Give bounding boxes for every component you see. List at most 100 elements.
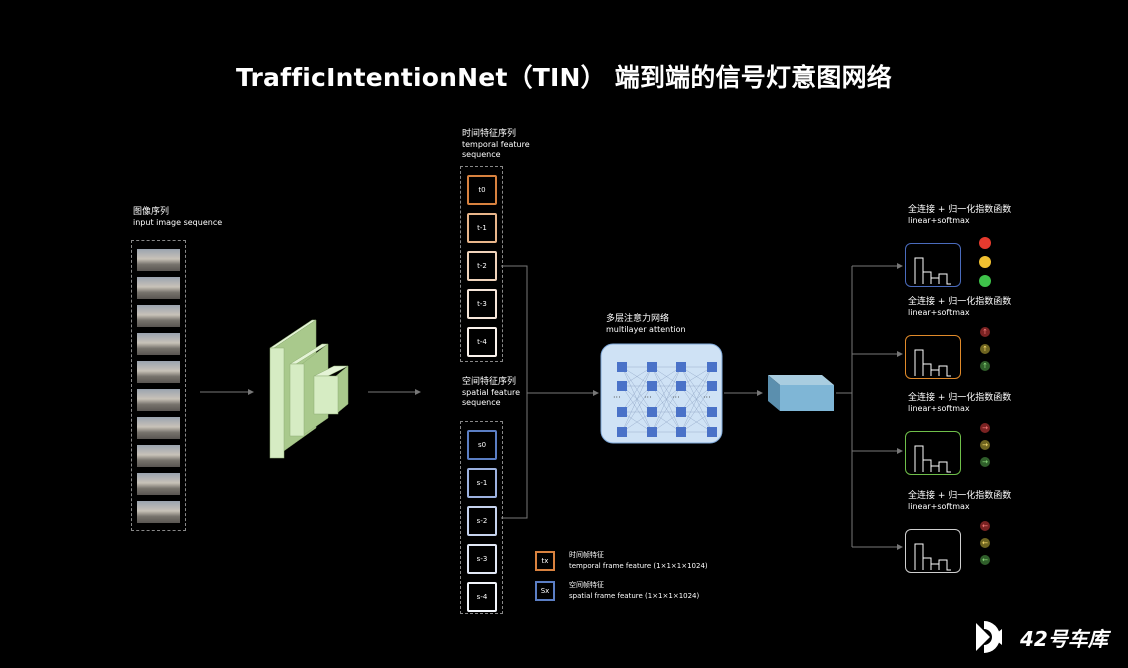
arrow-signal-icon: ← xyxy=(980,521,990,531)
input-frame xyxy=(137,417,180,439)
input-frame xyxy=(137,277,180,299)
arrow-signal-icon: → xyxy=(980,440,990,450)
legend-spatial-en: spatial frame feature (1×1×1×1024) xyxy=(569,592,700,600)
attention-link xyxy=(680,385,713,413)
softmax-output-box xyxy=(905,335,961,379)
attention-node xyxy=(647,381,657,391)
input-frame xyxy=(137,445,180,467)
arrow-signal-icon: ↑ xyxy=(980,361,990,371)
attention-link xyxy=(621,385,653,433)
legend-spatial: Sx 空间帧特征 spatial frame feature (1×1×1×10… xyxy=(535,580,699,602)
spatial-label-en: spatial feature xyxy=(462,388,521,397)
legend-spatial-box: Sx xyxy=(535,581,555,601)
temporal-label: 时间特征序列 temporal feature sequence xyxy=(462,129,530,160)
spatial-label: 空间特征序列 spatial feature sequence xyxy=(462,377,520,408)
histogram-icon xyxy=(914,257,951,285)
head-label-en: linear+softmax xyxy=(908,308,970,317)
head-label-cn: 全连接 + 归一化指数函数 xyxy=(908,205,1012,215)
attention-link xyxy=(680,411,713,433)
head-label-en: linear+softmax xyxy=(908,502,970,511)
attention-link xyxy=(680,385,713,433)
arrow-signal-icon: ← xyxy=(980,538,990,548)
softmax-output-box xyxy=(905,243,961,287)
attention-node xyxy=(676,381,686,391)
softmax-output-box xyxy=(905,431,961,475)
signal-light-column xyxy=(979,237,991,287)
brand-logo-icon xyxy=(976,621,1002,653)
attention-node xyxy=(617,362,627,372)
spatial-feature: s0 xyxy=(467,430,497,460)
spatial-feature: s-3 xyxy=(467,544,497,574)
svg-text:···: ··· xyxy=(613,393,621,402)
spatial-feature: s-2 xyxy=(467,506,497,536)
arrow-signal-icon: ← xyxy=(980,555,990,565)
attention-node xyxy=(617,381,627,391)
attention-link xyxy=(680,366,713,387)
input-label-en: input image sequence xyxy=(133,218,223,227)
attention-link xyxy=(621,366,653,433)
svg-text:···: ··· xyxy=(672,393,680,402)
temporal-label-en2: sequence xyxy=(462,150,501,159)
temporal-sequence-box: t0 t-1 t-2 t-3 t-4 xyxy=(460,166,503,362)
attention-link xyxy=(651,385,682,433)
spatial-feature: s-1 xyxy=(467,468,497,498)
spatial-label-en2: sequence xyxy=(462,398,501,407)
input-frame xyxy=(137,501,180,523)
legend-temporal-box: tx xyxy=(535,551,555,571)
signal-light-icon xyxy=(979,237,991,249)
input-frame xyxy=(137,389,180,411)
svg-text:···: ··· xyxy=(644,393,652,402)
histogram-icon xyxy=(914,349,951,377)
input-frame xyxy=(137,333,180,355)
input-frame xyxy=(137,305,180,327)
attention-node xyxy=(707,407,717,417)
temporal-feature: t-4 xyxy=(467,327,497,357)
temporal-feature: t0 xyxy=(467,175,497,205)
legend-temporal-en: temporal frame feature (1×1×1×1024) xyxy=(569,562,708,570)
head-label-cn: 全连接 + 归一化指数函数 xyxy=(908,297,1012,307)
cnn-backbone xyxy=(269,319,349,459)
diagram-title: TrafficIntentionNet（TIN） 端到端的信号灯意图网络 xyxy=(236,63,892,92)
brand-watermark: 42号车库 xyxy=(972,617,1108,657)
signal-light-icon xyxy=(979,275,991,287)
legend-temporal-cn: 时间帧特征 xyxy=(569,551,604,559)
attention-network: ··· ··· ··· ··· xyxy=(600,343,723,444)
legend-spatial-cn: 空间帧特征 xyxy=(569,581,604,589)
temporal-label-cn: 时间特征序列 xyxy=(462,129,517,139)
histogram-icon xyxy=(914,543,951,571)
signal-light-icon xyxy=(979,256,991,268)
input-frame xyxy=(137,473,180,495)
head-label-en: linear+softmax xyxy=(908,216,970,225)
attention-node xyxy=(647,427,657,437)
attention-node xyxy=(676,427,686,437)
attention-link xyxy=(680,366,713,433)
spatial-sequence-box: s0 s-1 s-2 s-3 s-4 xyxy=(460,421,503,614)
spatial-label-cn: 空间特征序列 xyxy=(462,377,517,387)
attention-link xyxy=(651,366,682,433)
attention-node xyxy=(707,381,717,391)
input-frame xyxy=(137,249,180,271)
attention-node xyxy=(617,427,627,437)
svg-text:···: ··· xyxy=(703,393,711,402)
attention-link xyxy=(621,366,653,413)
temporal-feature: t-2 xyxy=(467,251,497,281)
attention-link xyxy=(680,366,713,413)
brand-text: 42号车库 xyxy=(1020,626,1108,651)
attention-node xyxy=(647,362,657,372)
head-label-en: linear+softmax xyxy=(908,404,970,413)
attention-link xyxy=(651,366,682,413)
signal-light-column: ← ← ← xyxy=(980,521,990,565)
input-image-stack xyxy=(131,240,186,531)
histogram-icon xyxy=(914,445,951,473)
signal-light-column: →→→ xyxy=(980,423,990,467)
legend-temporal: tx 时间帧特征 temporal frame feature (1×1×1×1… xyxy=(535,550,708,572)
attention-node xyxy=(707,362,717,372)
arrow-signal-icon: → xyxy=(980,423,990,433)
attention-label-cn: 多层注意力网络 xyxy=(606,314,670,324)
attention-node xyxy=(676,407,686,417)
temporal-feature: t-1 xyxy=(467,213,497,243)
